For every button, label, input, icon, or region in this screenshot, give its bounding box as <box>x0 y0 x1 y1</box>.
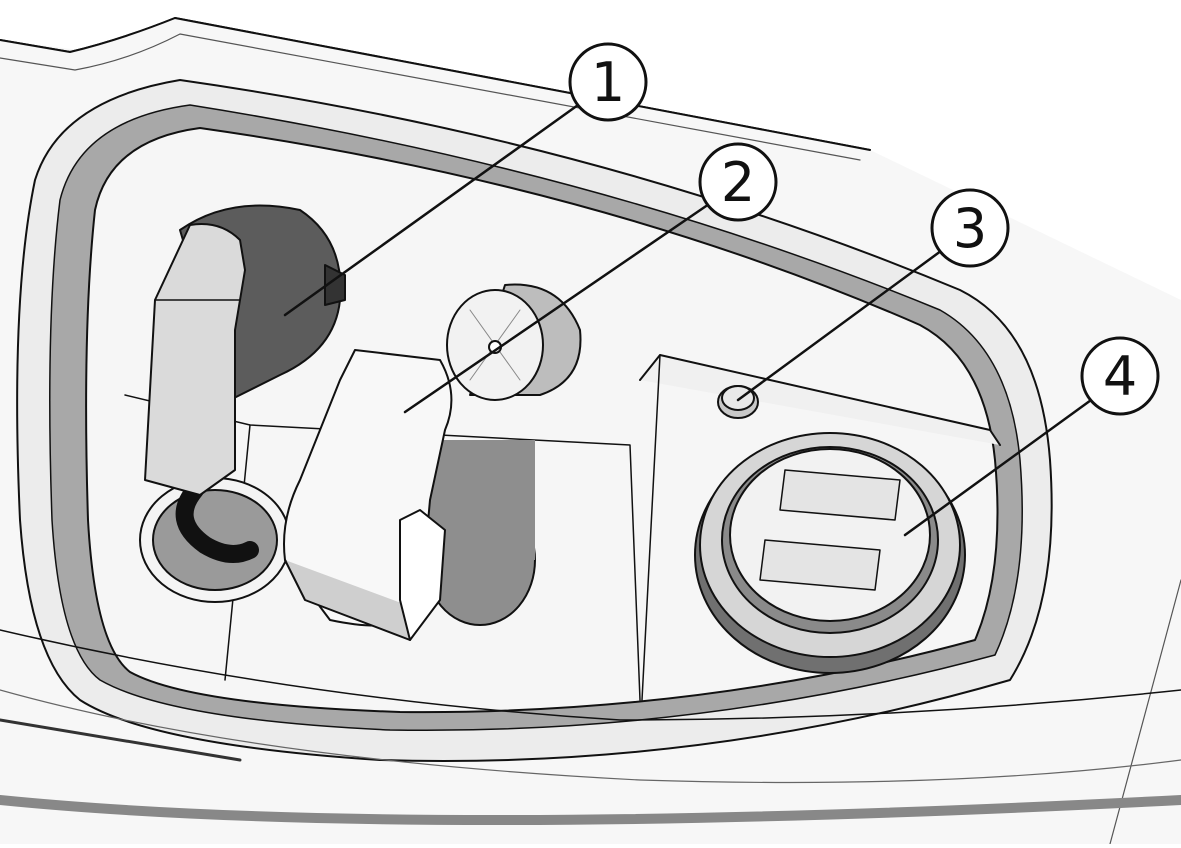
compartment-floor <box>0 354 1181 825</box>
coin-slot-box <box>283 283 582 641</box>
callout-2: 2 <box>698 142 778 222</box>
callout-4: 4 <box>1080 336 1160 416</box>
usb-charger <box>694 432 966 674</box>
callout-4-label: 4 <box>1103 345 1137 408</box>
callout-1: 1 <box>568 42 648 122</box>
callout-1-label: 1 <box>591 51 625 114</box>
charging-plug <box>144 204 346 563</box>
callout-3-label: 3 <box>953 197 987 260</box>
leader-lines <box>283 98 1100 537</box>
callout-3: 3 <box>930 188 1010 268</box>
callout-2-label: 2 <box>721 151 755 214</box>
plug-socket <box>139 477 291 603</box>
